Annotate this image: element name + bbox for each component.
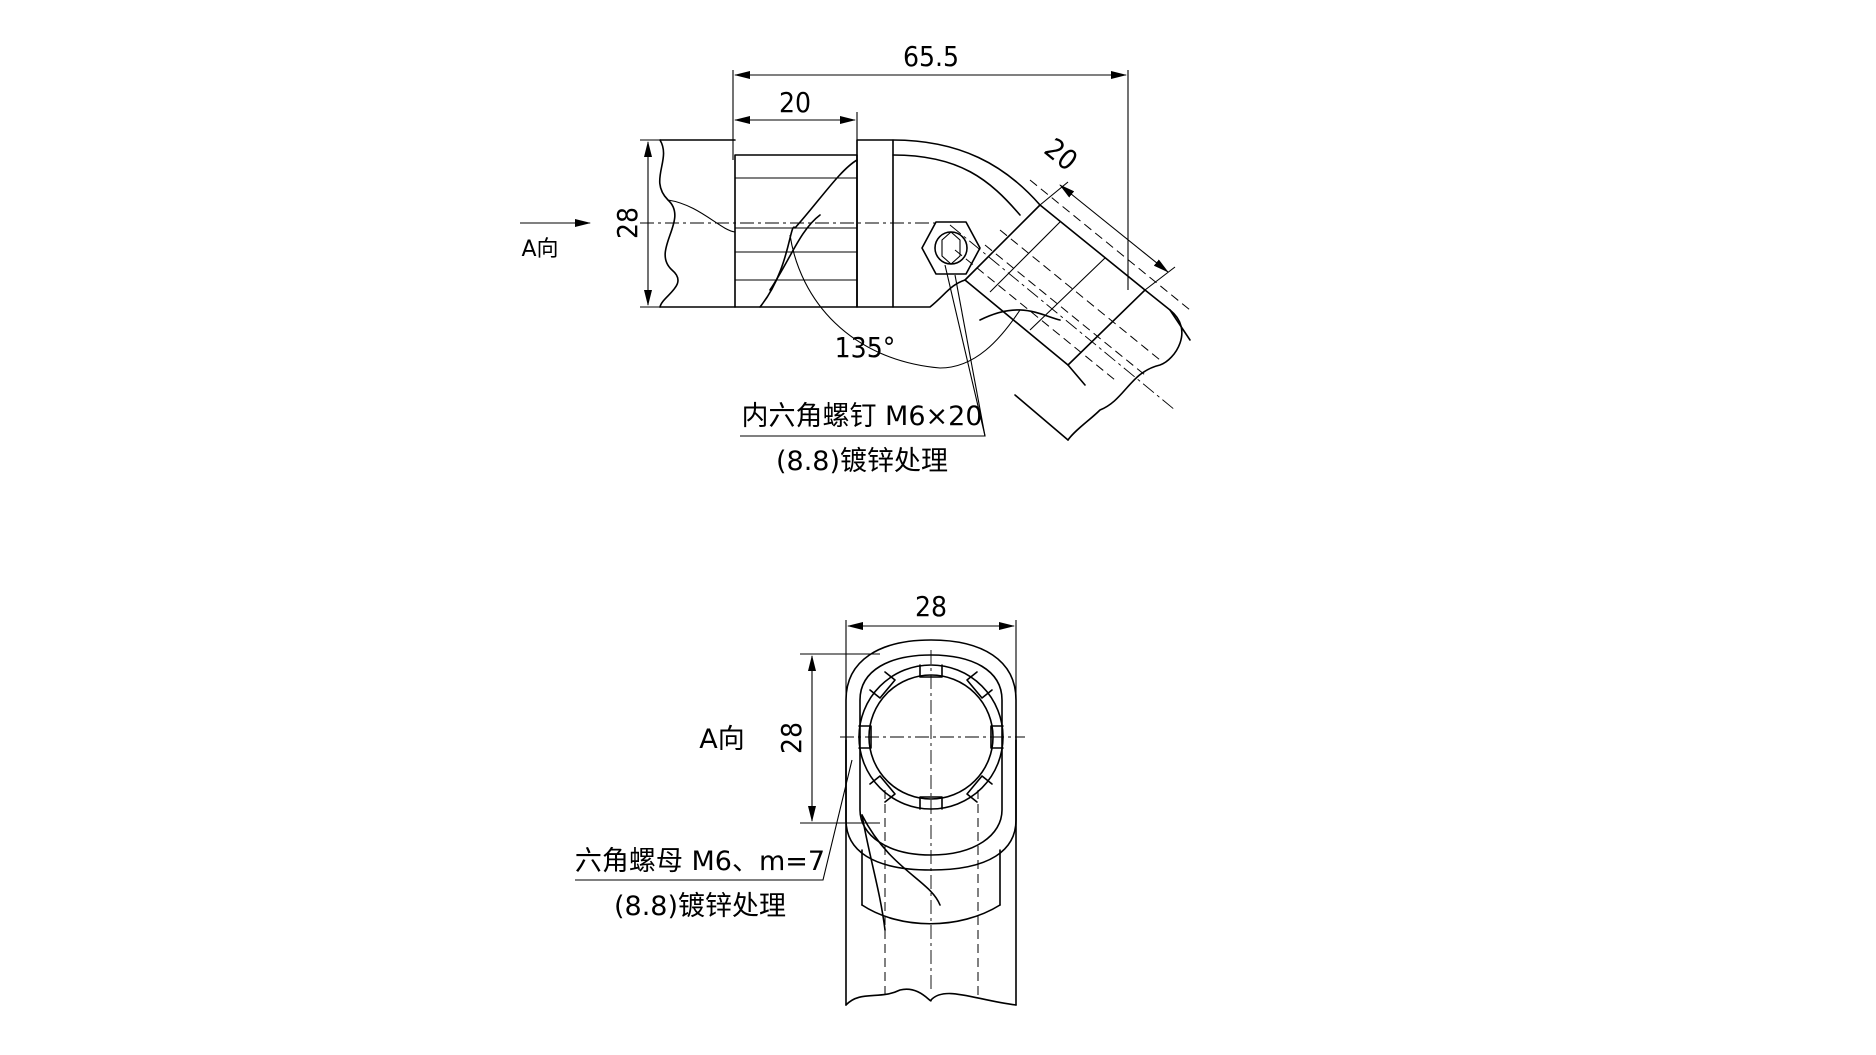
dim-angle-text: 135° — [835, 331, 896, 364]
dim-socket-left: 20 — [734, 86, 858, 150]
end-view-label: A向 — [699, 724, 744, 755]
dim-end-height-text: 28 — [775, 722, 808, 754]
side-view: 65.5 20 20 28 A向 135 — [520, 40, 1191, 477]
dim-pipe-diameter-side: 28 — [611, 139, 690, 308]
view-direction-label: A向 — [521, 237, 558, 262]
screw-callout-line2: (8.8)镀锌处理 — [776, 446, 948, 477]
end-view-socket — [845, 639, 1017, 871]
dim-end-width: 28 — [845, 590, 1017, 700]
dim-socket-right-text: 20 — [1038, 132, 1084, 178]
screw-callout-line1: 内六角螺钉 M6×20 — [741, 401, 982, 432]
left-socket — [734, 154, 858, 308]
dim-overall-length-text: 65.5 — [903, 40, 959, 73]
hex-nut — [921, 221, 981, 275]
right-socket — [964, 204, 1146, 366]
nut-callout-line1: 六角螺母 M6、m=7 — [575, 846, 825, 877]
dim-overall-length: 65.5 — [732, 40, 1129, 290]
dim-angle: 135° — [789, 234, 1021, 369]
dim-socket-left-text: 20 — [779, 86, 811, 119]
left-pipe — [658, 139, 736, 308]
end-view: 28 28 A向 六角螺母 M6、m=7 (8.8)镀锌处理 — [575, 590, 1025, 1006]
nut-callout-line2: (8.8)镀锌处理 — [614, 891, 786, 922]
right-pipe — [954, 179, 1191, 441]
dim-end-width-text: 28 — [915, 590, 947, 623]
centerline-angled — [949, 224, 1176, 411]
nut-callout: 六角螺母 M6、m=7 (8.8)镀锌处理 — [575, 759, 853, 922]
dim-pipe-diameter-side-text: 28 — [611, 207, 644, 239]
dim-socket-right: 20 — [1038, 132, 1176, 291]
screw-callout: 内六角螺钉 M6×20 (8.8)镀锌处理 — [740, 264, 986, 477]
view-direction-arrow: A向 — [520, 219, 591, 262]
dim-end-height: 28 — [775, 653, 880, 824]
elbow-body — [856, 139, 1041, 308]
